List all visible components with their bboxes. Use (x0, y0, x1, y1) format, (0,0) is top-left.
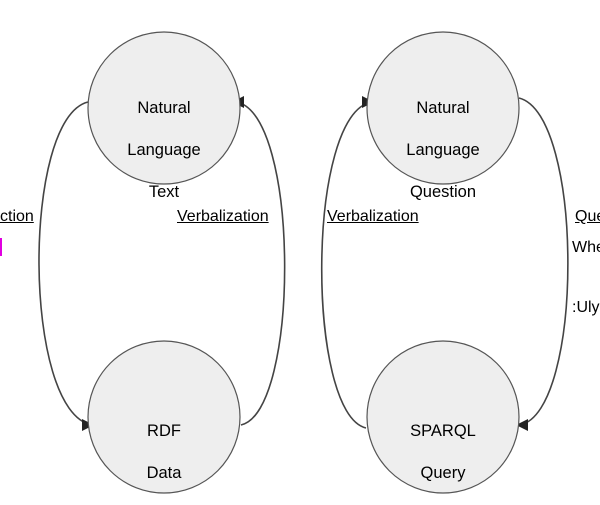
arrow-verbalization-right (320, 101, 373, 429)
node-label-line: Query (420, 464, 466, 482)
node-label-rdf-data: RDF Data (89, 400, 239, 505)
node-label-line: Question (409, 183, 477, 201)
edge-label-verbalization-right: Verbalization (327, 208, 419, 225)
node-label-line: Text (148, 183, 180, 201)
edge-label-question-cut: Que (575, 208, 600, 225)
node-sparql-query (366, 340, 520, 494)
node-rdf-data (87, 340, 241, 494)
example-question-cut: Whe (572, 239, 600, 256)
node-label-natural-language-question: Natural Language Question (368, 77, 518, 224)
arrow-extraction (38, 101, 93, 426)
arrowhead-question-answering (516, 419, 528, 431)
node-label-line: Language (127, 141, 201, 159)
node-natural-language-text (87, 31, 241, 185)
node-label-line: Natural (416, 99, 470, 117)
edge-label-verbalization-left: Verbalization (177, 208, 269, 225)
node-natural-language-question (366, 31, 520, 185)
arrow-question-answering (518, 97, 569, 426)
magenta-marker (0, 238, 2, 256)
arrow-verbalization-left (235, 101, 286, 426)
node-label-line: RDF (147, 422, 181, 440)
node-label-line: Data (146, 464, 182, 482)
node-label-sparql-query: SPARQL Query (368, 400, 518, 505)
example-query-cut: :Uly (572, 299, 600, 316)
node-label-line: SPARQL (410, 422, 476, 440)
node-label-line: Natural (137, 99, 191, 117)
diagram-canvas (38, 31, 569, 494)
edge-label-extraction-cut: ction (0, 208, 34, 225)
node-label-line: Language (406, 141, 480, 159)
node-label-natural-language-text: Natural Language Text (89, 77, 239, 224)
